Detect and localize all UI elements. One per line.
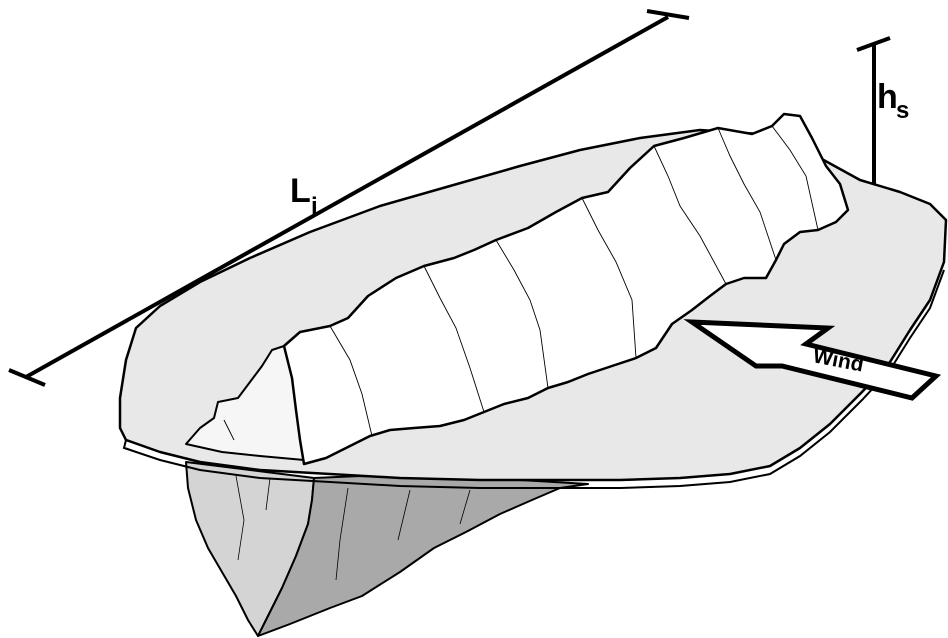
length-tick-start (9, 370, 45, 385)
height-subscript: s (896, 97, 909, 124)
length-label: L (290, 172, 311, 210)
length-tick-end (647, 11, 689, 18)
height-dimension: h s (857, 38, 909, 184)
height-label: h (877, 78, 898, 116)
length-subscript: i (311, 193, 318, 220)
